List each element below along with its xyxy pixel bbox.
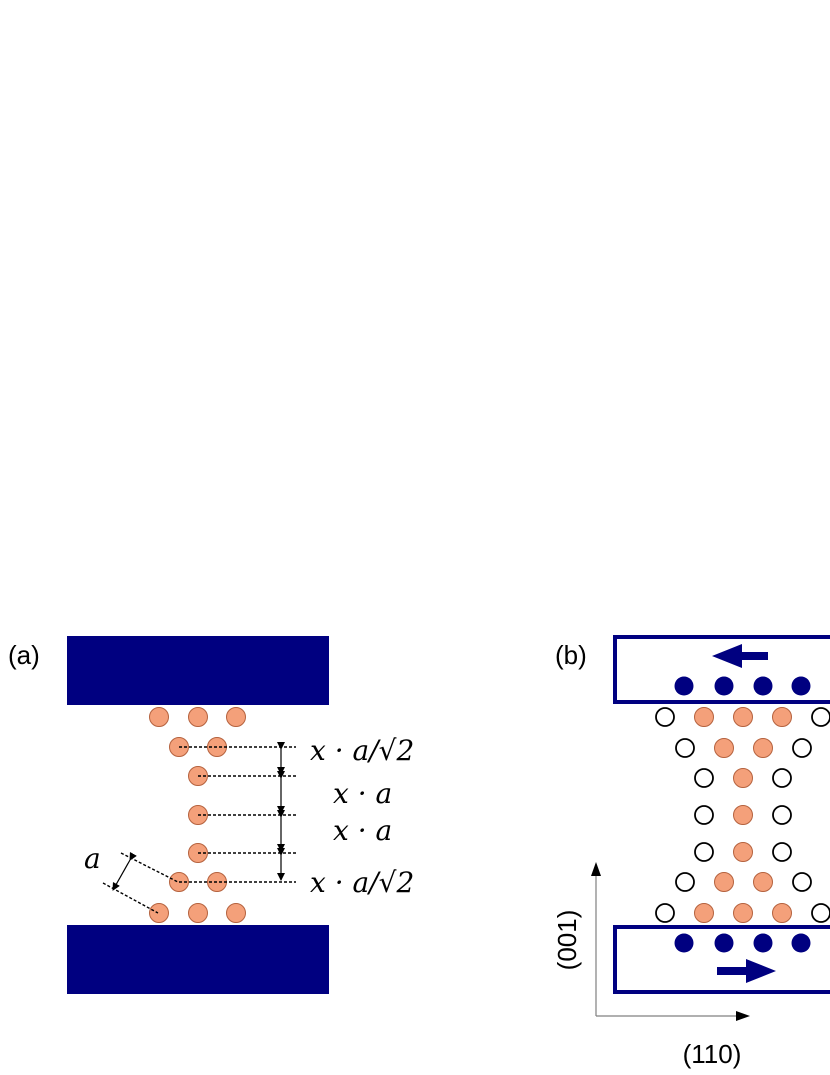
atom [188, 903, 208, 923]
lattice-line [120, 852, 179, 883]
spacing-label-1: x · a/√2 [310, 734, 414, 767]
electrode-atom [791, 676, 811, 696]
electrode-atom [674, 676, 694, 696]
electrode-atom [753, 933, 773, 953]
electrode-atoms [674, 676, 811, 953]
electrode-atom [753, 676, 773, 696]
open-atom [792, 738, 812, 758]
atom [149, 707, 169, 727]
axis-horizontal-arrowhead [736, 1011, 750, 1021]
open-atom [694, 805, 714, 825]
atom [733, 805, 753, 825]
atom [753, 872, 773, 892]
lattice-arrow [112, 851, 137, 891]
open-atom [811, 903, 830, 923]
spacing-label-4: x · a/√2 [310, 866, 414, 899]
atom [733, 768, 753, 788]
top-electrode [67, 636, 329, 705]
top-electrode-box [613, 635, 830, 704]
axis-horizontal-label: (110) [683, 1039, 742, 1069]
panel-a: (a) [8, 636, 414, 994]
open-atom [675, 872, 695, 892]
atom [226, 903, 246, 923]
bottom-electrode [67, 925, 329, 994]
axis-vertical-arrowhead [591, 862, 601, 876]
open-atom [772, 768, 792, 788]
axis-vertical-label: (001) [552, 910, 582, 971]
open-atom [811, 707, 830, 727]
open-atom [675, 738, 695, 758]
atom [733, 842, 753, 862]
atom [714, 872, 734, 892]
panel-b-open-atoms [655, 707, 830, 923]
spacing-label-2: x · a [333, 777, 392, 810]
atom [226, 707, 246, 727]
atom [188, 707, 208, 727]
atom [753, 738, 773, 758]
open-atom [694, 768, 714, 788]
atom [694, 707, 714, 727]
lattice-line [102, 882, 159, 914]
open-atom [772, 805, 792, 825]
spacing-arrows [112, 742, 285, 891]
bottom-electrode-box [613, 925, 830, 994]
panel-b-atoms [694, 707, 792, 923]
electrode-atom [791, 933, 811, 953]
bottom-electrode-arrow [717, 959, 776, 983]
open-atom [655, 903, 675, 923]
open-atom [655, 707, 675, 727]
top-electrode-arrow [712, 644, 768, 668]
atom [149, 903, 169, 923]
panel-a-atoms [149, 707, 246, 923]
electrode-atom [714, 933, 734, 953]
atom [714, 738, 734, 758]
atom [772, 707, 792, 727]
open-atom [694, 842, 714, 862]
lattice-constant-label: a [84, 842, 101, 875]
open-atom [772, 842, 792, 862]
open-atom [792, 872, 812, 892]
atom [733, 707, 753, 727]
panel-b: (b) [552, 635, 830, 1069]
atom [772, 903, 792, 923]
electrode-atom [674, 933, 694, 953]
atom [694, 903, 714, 923]
spacing-label-3: x · a [333, 814, 392, 847]
panel-b-label: (b) [555, 640, 587, 670]
panel-a-label: (a) [8, 640, 40, 670]
electrode-atom [714, 676, 734, 696]
coordinate-axes [595, 868, 740, 1017]
atom [733, 903, 753, 923]
